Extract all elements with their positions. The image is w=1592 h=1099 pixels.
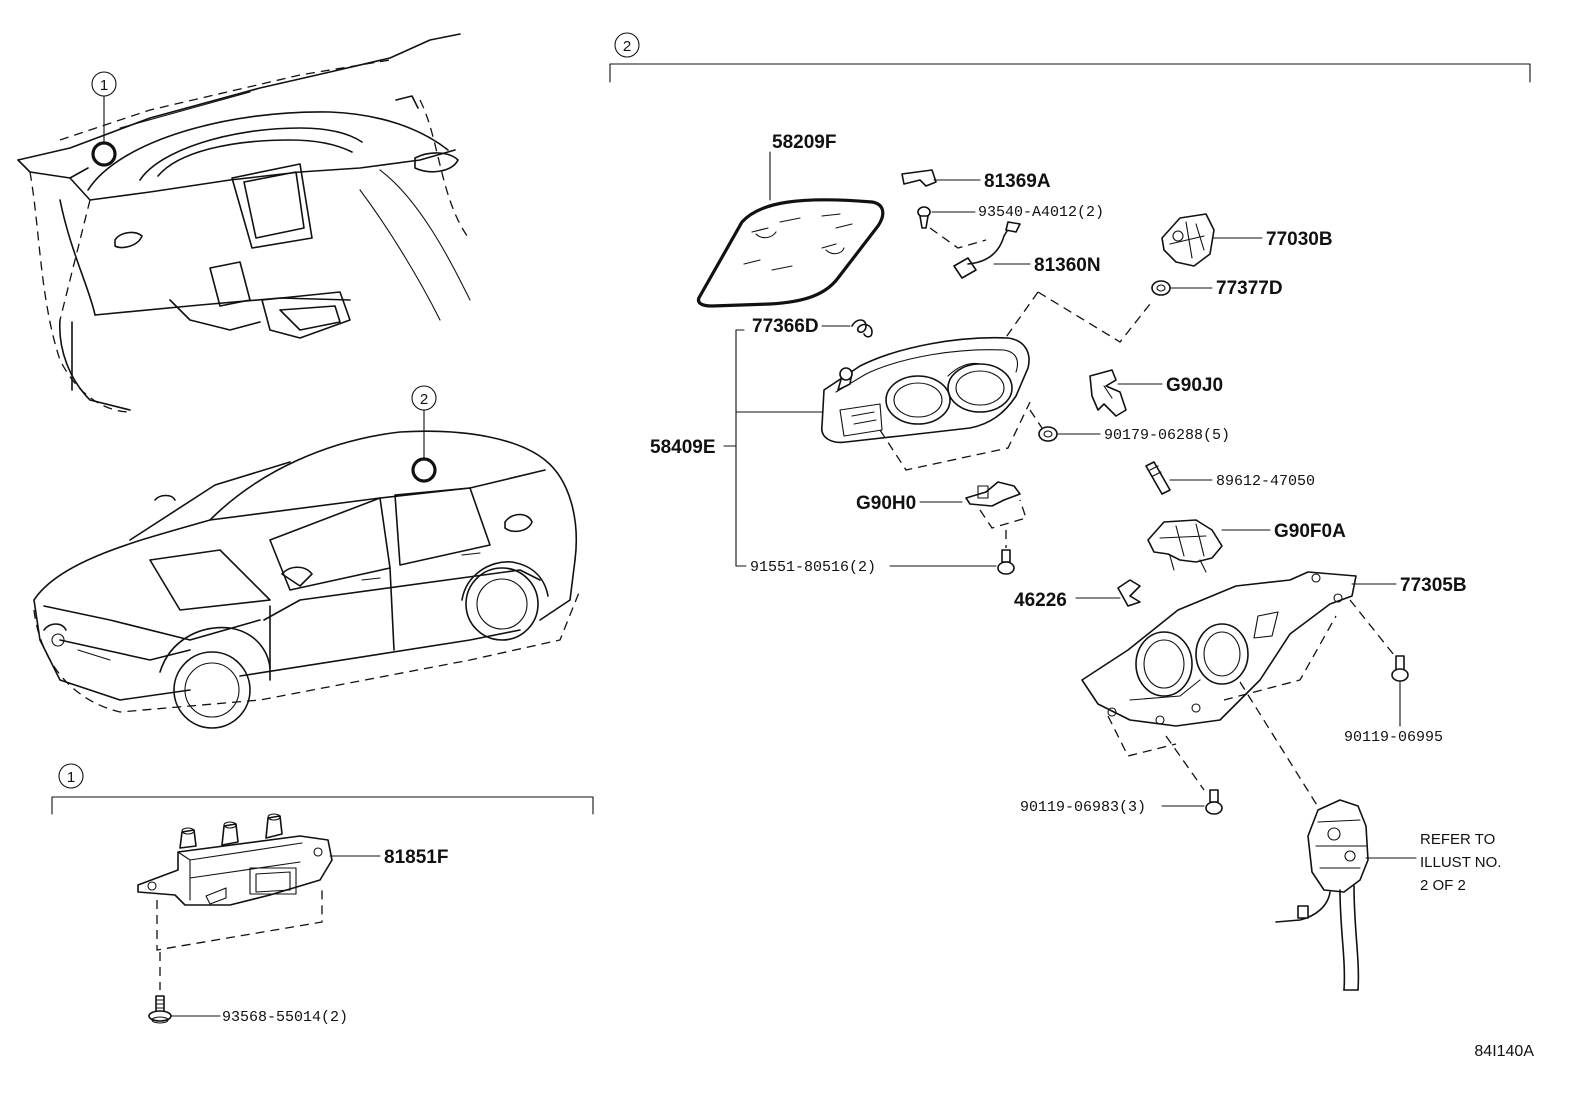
part-77305B-bracket — [1081, 571, 1357, 727]
car-callout-number: 2 — [420, 391, 428, 408]
refer-note-line3: 2 OF 2 — [1420, 877, 1466, 894]
dash-location-marker — [91, 141, 117, 167]
part-81360N-lamp — [929, 221, 1021, 279]
car-location-marker — [411, 457, 437, 483]
car-callout: 2 — [411, 385, 437, 483]
label-77377D: 77377D — [1216, 278, 1283, 299]
label-93568: 93568-55014(2) — [222, 1009, 348, 1026]
part-58209F-fuel-lid — [696, 198, 885, 308]
part-G90J0 — [1089, 369, 1127, 417]
label-81360N: 81360N — [1034, 255, 1101, 276]
section2-callout-number: 2 — [623, 38, 631, 55]
part-G90H0 — [965, 481, 1027, 529]
dash-callout-number: 1 — [100, 77, 108, 94]
part-90119-06995-bolt — [1391, 655, 1409, 682]
label-93540: 93540-A4012(2) — [978, 204, 1104, 221]
label-89612: 89612-47050 — [1216, 473, 1315, 490]
illustration-code: 84I140A — [1474, 1043, 1534, 1060]
part-93540-screw — [917, 206, 931, 229]
part-90119-06983-bolt — [1205, 789, 1223, 815]
label-81369A: 81369A — [984, 171, 1051, 192]
part-46226-clip — [1117, 579, 1141, 607]
part-89612-sensor — [1145, 461, 1171, 495]
part-90179-nut — [1029, 409, 1058, 442]
label-90119-06995: 90119-06995 — [1344, 729, 1443, 746]
label-77366D: 77366D — [752, 316, 819, 337]
refer-note-line2: ILLUST NO. — [1420, 854, 1501, 871]
part-actuator-harness — [1275, 799, 1369, 991]
label-77030B: 77030B — [1266, 229, 1333, 250]
part-58409E-housing — [821, 336, 1030, 444]
label-G90F0A: G90F0A — [1274, 521, 1346, 542]
label-46226: 46226 — [1014, 590, 1067, 611]
part-81369A — [901, 169, 937, 187]
car-illustration — [33, 430, 581, 729]
refer-note-line1: REFER TO — [1420, 831, 1495, 848]
label-58409E: 58409E — [650, 437, 716, 458]
part-77366D-spring — [851, 319, 873, 338]
section-2: 2 58209F 81369A 93540-A4012(2) — [609, 32, 1531, 991]
label-90119-06983: 90119-06983(3) — [1020, 799, 1146, 816]
section-1: 1 81851F 935 — [51, 763, 594, 1026]
label-77305B: 77305B — [1400, 575, 1467, 596]
part-91551-screw — [997, 530, 1015, 575]
dash-callout: 1 — [91, 71, 117, 167]
label-81851F: 81851F — [384, 847, 448, 868]
dashboard-illustration — [17, 33, 471, 413]
section1-callout-number: 1 — [67, 769, 75, 786]
part-G90F0A — [1147, 519, 1223, 573]
label-G90J0: G90J0 — [1166, 375, 1223, 396]
label-58209F: 58209F — [772, 132, 836, 153]
label-90179: 90179-06288(5) — [1104, 427, 1230, 444]
part-77030B-opener — [1161, 213, 1215, 267]
part-77377D-grommet — [1151, 280, 1171, 296]
part-93568-bolt — [148, 995, 172, 1024]
label-G90H0: G90H0 — [856, 493, 916, 514]
part-81851F-sensor — [137, 813, 333, 906]
label-91551: 91551-80516(2) — [750, 559, 876, 576]
